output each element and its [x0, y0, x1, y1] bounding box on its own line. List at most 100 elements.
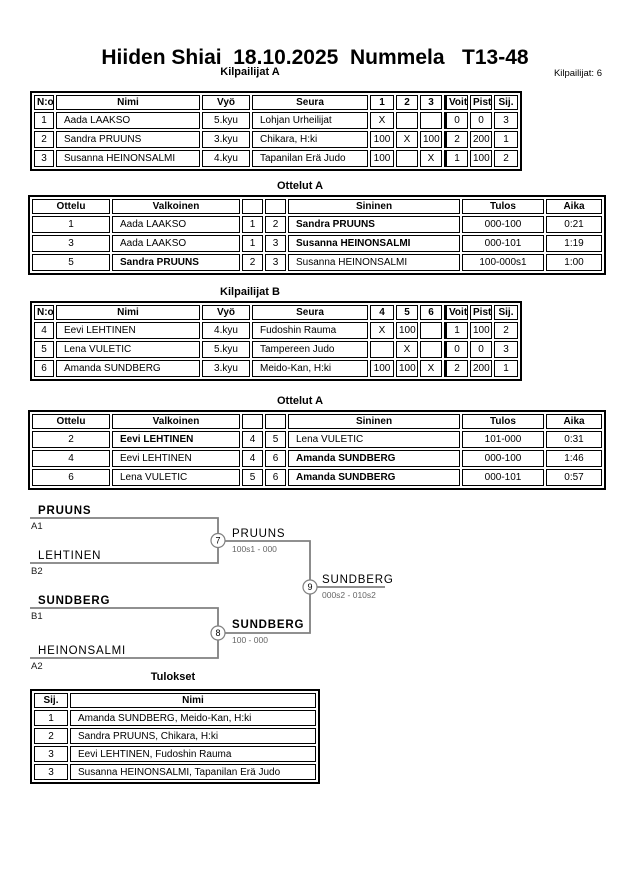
pool-a-title: Kilpailijat A	[220, 66, 280, 78]
cell-score-3	[420, 112, 442, 129]
cell-result: 101-000	[462, 431, 544, 448]
cell-belt: 5.kyu	[202, 341, 250, 358]
table-row: 2 Sandra PRUUNS 3.kyu Chikara, H:ki 100 …	[34, 131, 518, 148]
cell-place: 3	[34, 746, 68, 762]
cell-time: 0:31	[546, 431, 602, 448]
cell-blue-no: 6	[265, 469, 286, 486]
matches-a-header-row: Ottelu Valkoinen Sininen Tulos Aika	[32, 199, 602, 214]
cell-belt: 5.kyu	[202, 112, 250, 129]
column-header-match: Ottelu	[32, 414, 110, 429]
matches-a-table: Ottelu Valkoinen Sininen Tulos Aika 1 Aa…	[28, 195, 606, 275]
column-header-name: Nimi	[56, 305, 200, 320]
cell-white-no: 4	[242, 431, 263, 448]
cell-score-3: 100	[420, 131, 442, 148]
match-9-circle	[302, 579, 318, 595]
cell-blue-no: 2	[265, 216, 286, 233]
cell-score-1: 100	[370, 131, 394, 148]
cell-score-3: X	[420, 150, 442, 167]
cell-blue-name: Lena VULETIC	[288, 431, 460, 448]
cell-blue-no: 6	[265, 450, 286, 467]
column-header-place: Sij.	[494, 95, 518, 110]
table-row: 1 Amanda SUNDBERG, Meido-Kan, H:ki	[34, 710, 316, 726]
column-header-name: Nimi	[70, 693, 316, 708]
match-9-number: 9	[307, 582, 312, 592]
cell-no: 4	[34, 322, 54, 339]
cell-score-2: X	[396, 131, 418, 148]
cell-match-no: 2	[32, 431, 110, 448]
pool-a-table-grid: N:o Nimi Vyö Seura 1 2 3 Voit. Pist. Sij…	[32, 93, 520, 169]
column-header-belt: Vyö	[202, 305, 250, 320]
match-7-number: 7	[215, 536, 220, 546]
results-table-grid: Sij. Nimi 1 Amanda SUNDBERG, Meido-Kan, …	[32, 691, 318, 782]
cell-blue-name: Amanda SUNDBERG	[288, 469, 460, 486]
column-header-spacer	[242, 199, 263, 214]
results-header-row: Sij. Nimi	[34, 693, 316, 708]
cell-white-name: Aada LAAKSO	[112, 216, 240, 233]
cell-score-5: 100	[396, 360, 418, 377]
cell-score-4: X	[370, 322, 394, 339]
bracket-player-name: LEHTINEN	[38, 550, 101, 562]
cell-belt: 3.kyu	[202, 131, 250, 148]
cell-name: Susanna HEINONSALMI	[56, 150, 200, 167]
cell-points: 100	[470, 150, 492, 167]
table-row: 2 Eevi LEHTINEN 4 5 Lena VULETIC 101-000…	[32, 431, 602, 448]
bracket-match-score: 100s1 - 000	[232, 544, 277, 554]
table-row: 3 Eevi LEHTINEN, Fudoshin Rauma	[34, 746, 316, 762]
bracket-seed-label: B2	[31, 566, 43, 577]
column-header-wins: Voit.	[444, 95, 468, 110]
cell-blue-no: 5	[265, 431, 286, 448]
cell-points: 200	[470, 131, 492, 148]
cell-wins: 0	[444, 341, 468, 358]
column-header-no: N:o	[34, 95, 54, 110]
matches-a-table-grid: Ottelu Valkoinen Sininen Tulos Aika 1 Aa…	[30, 197, 604, 273]
competitors-count: Kilpailijat: 6	[553, 68, 602, 79]
cell-no: 5	[34, 341, 54, 358]
column-header-points: Pist.	[470, 305, 492, 320]
cell-blue-name: Sandra PRUUNS	[288, 216, 460, 233]
cell-name: Sandra PRUUNS	[56, 131, 200, 148]
cell-score-2	[396, 150, 418, 167]
cell-score-1: X	[370, 112, 394, 129]
cell-club: Lohjan Urheilijat	[252, 112, 368, 129]
cell-name: Eevi LEHTINEN	[56, 322, 200, 339]
cell-belt: 3.kyu	[202, 360, 250, 377]
bracket-final-winner-name: SUNDBERG	[322, 574, 394, 586]
column-header-time: Aika	[546, 199, 602, 214]
cell-score-6	[420, 341, 442, 358]
column-header-blue: Sininen	[288, 199, 460, 214]
column-header-spacer	[265, 414, 286, 429]
pool-a-table: N:o Nimi Vyö Seura 1 2 3 Voit. Pist. Sij…	[30, 91, 522, 171]
cell-time: 0:57	[546, 469, 602, 486]
cell-white-no: 4	[242, 450, 263, 467]
cell-white-no: 1	[242, 216, 263, 233]
matches-b-table: Ottelu Valkoinen Sininen Tulos Aika 2 Ee…	[28, 410, 606, 490]
bracket-player-name: HEINONSALMI	[38, 645, 126, 657]
column-header-points: Pist.	[470, 95, 492, 110]
table-row: 3 Aada LAAKSO 1 3 Susanna HEINONSALMI 00…	[32, 235, 602, 252]
column-header-belt: Vyö	[202, 95, 250, 110]
column-header-place: Sij.	[34, 693, 68, 708]
elimination-bracket: 7 8 9 PRUUNS A1 LEHTINEN B2 PRUUNS 100s1…	[30, 505, 394, 672]
column-header-white: Valkoinen	[112, 199, 240, 214]
cell-name: Susanna HEINONSALMI, Tapanilan Erä Judo	[70, 764, 316, 780]
column-header-5: 5	[396, 305, 418, 320]
cell-no: 1	[34, 112, 54, 129]
matches-b-table-grid: Ottelu Valkoinen Sininen Tulos Aika 2 Ee…	[30, 412, 604, 488]
cell-score-6: X	[420, 360, 442, 377]
cell-time: 1:00	[546, 254, 602, 271]
cell-club: Meido-Kan, H:ki	[252, 360, 368, 377]
cell-place: 2	[494, 322, 518, 339]
cell-white-name: Lena VULETIC	[112, 469, 240, 486]
cell-name: Eevi LEHTINEN, Fudoshin Rauma	[70, 746, 316, 762]
column-header-club: Seura	[252, 95, 368, 110]
cell-blue-name: Susanna HEINONSALMI	[288, 254, 460, 271]
match-7-circle	[210, 532, 226, 549]
cell-name: Sandra PRUUNS, Chikara, H:ki	[70, 728, 316, 744]
cell-points: 200	[470, 360, 492, 377]
table-row: 2 Sandra PRUUNS, Chikara, H:ki	[34, 728, 316, 744]
cell-score-2	[396, 112, 418, 129]
column-header-blue: Sininen	[288, 414, 460, 429]
cell-match-no: 3	[32, 235, 110, 252]
column-header-result: Tulos	[462, 199, 544, 214]
cell-wins: 1	[444, 322, 468, 339]
